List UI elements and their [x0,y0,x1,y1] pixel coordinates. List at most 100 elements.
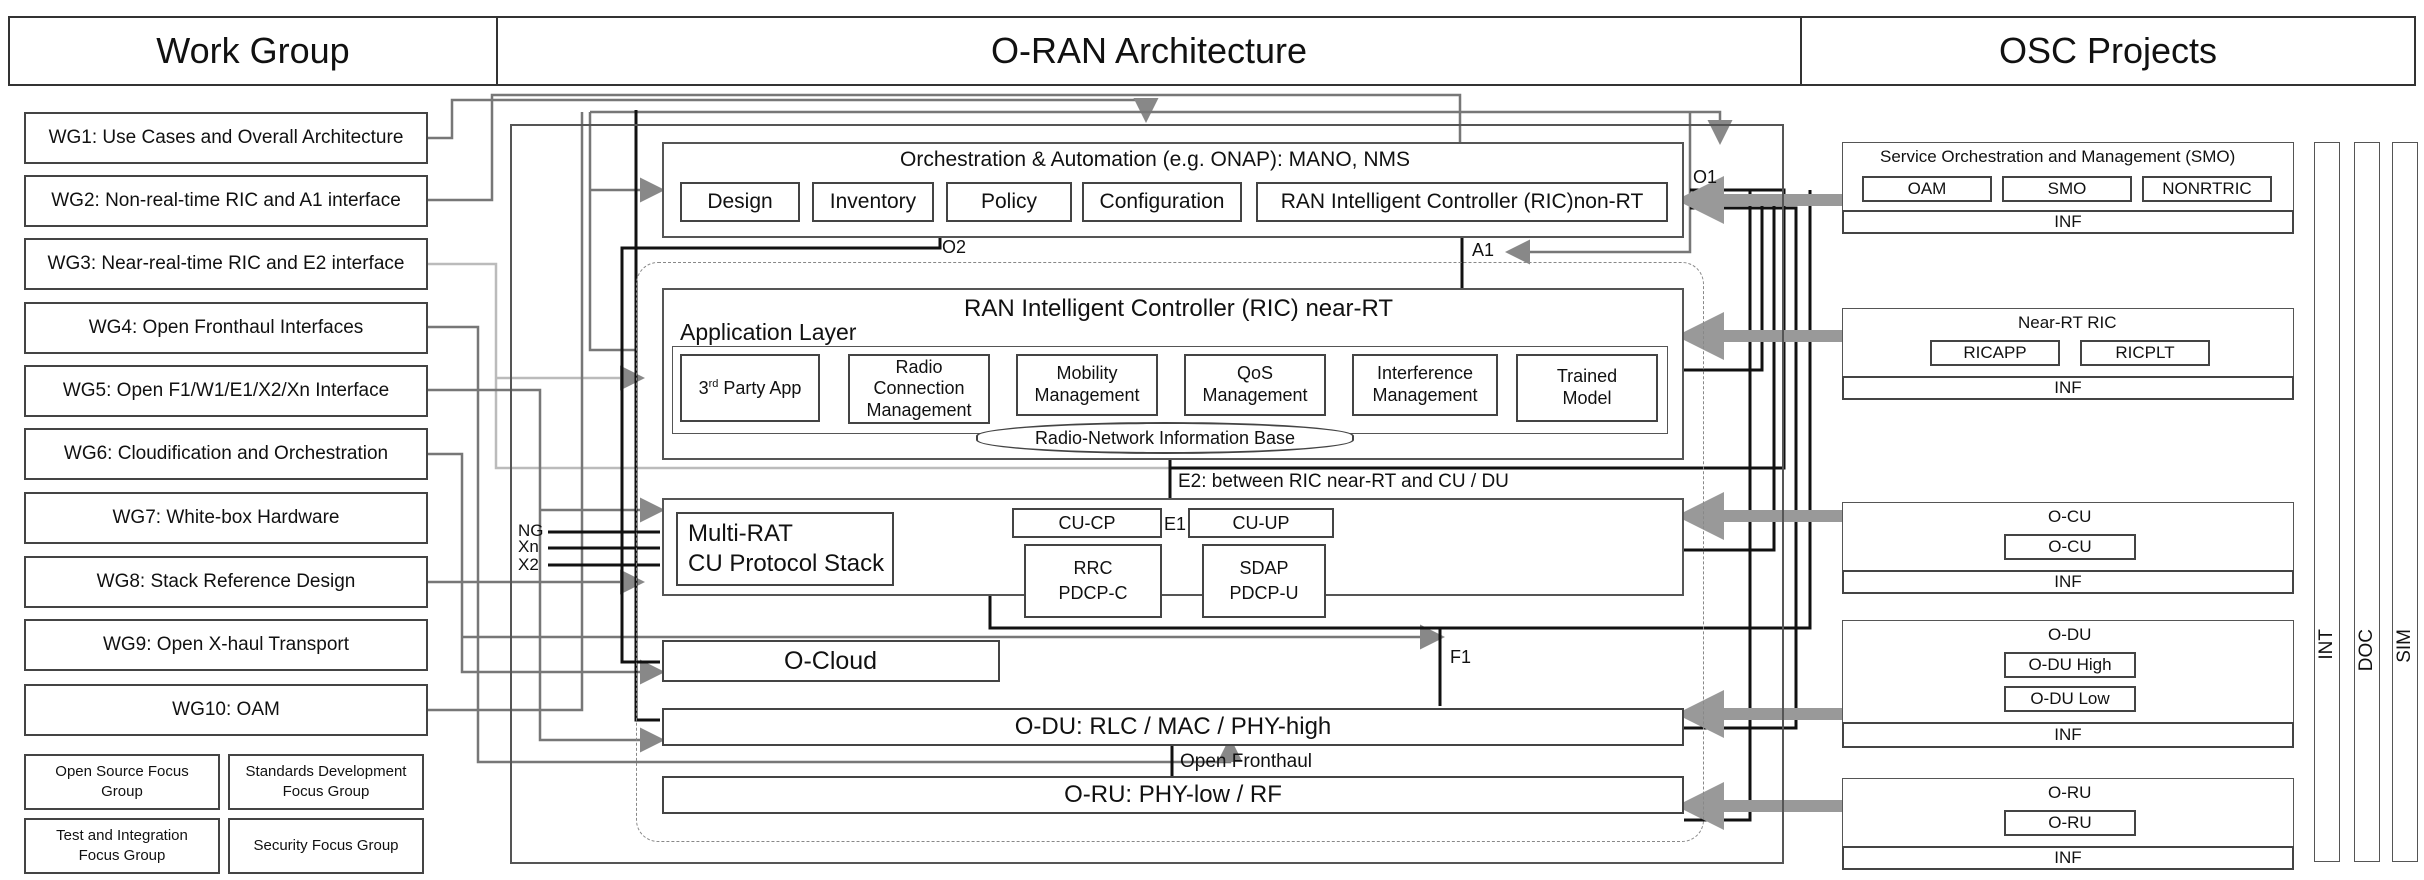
osc-oru-inf-label: INF [2054,848,2082,867]
rnib-cylinder: Radio-Network Information Base [976,422,1354,454]
header-osc-label: OSC Projects [1998,30,2218,71]
app-layer-box [672,346,1668,434]
osc-smo-oam: OAM [1862,176,1992,202]
osc-ocu-item-label: O-CU [2048,537,2092,556]
wg6-label: WG6: Cloudification and Orchestration [63,443,389,464]
ric-nonrt-box: RAN Intelligent Controller (RIC)non-RT [1256,182,1668,222]
osc-smo-smo-label: SMO [2047,179,2087,198]
ng-label: NG [518,521,544,540]
osc-nearrt-ricplt-label: RICPLT [2115,343,2175,362]
rrc-line2: PDCP-C [1058,583,1128,603]
wg7-label: WG7: White-box Hardware [112,507,340,528]
wg5-label: WG5: Open F1/W1/E1/X2/Xn Interface [62,380,390,401]
wg9-box: WG9: Open X-haul Transport [24,619,428,671]
third-party-base: 3 [698,377,709,398]
osc-smo-nonrtric: NONRTRIC [2142,176,2272,202]
wg1-box: WG1: Use Cases and Overall Architecture [24,112,428,164]
rrc-box: RRC PDCP-C [1024,544,1162,618]
x2-label: X2 [518,555,539,574]
focus-group-open-source-label: Open Source Focus Group [55,762,189,800]
odu-label: O-DU: RLC / MAC / PHY-high [1014,713,1332,740]
cucp-label: CU-CP [1058,512,1116,533]
ran-dashed-region [636,262,1704,842]
focus-group-test-integration-label: Test and Integration Focus Group [56,826,188,864]
focus-group-test-integration: Test and Integration Focus Group [24,818,220,874]
osc-nearrt-ricapp: RICAPP [1930,340,2060,366]
osc-odu-low: O-DU Low [2004,686,2136,712]
side-sim-label: SIM [2394,629,2415,663]
focus-group-standards-label: Standards Development Focus Group [245,762,407,800]
side-sim: SIM [2392,142,2418,862]
side-int-label: INT [2316,629,2337,660]
open-fronthaul-label: Open Fronthaul [1180,751,1313,772]
multirat-line2: CU Protocol Stack [688,550,885,577]
osc-ocu-inf: INF [1842,570,2294,594]
osc-oru-inf: INF [1842,846,2294,870]
app-layer-label: Application Layer [680,319,857,345]
side-doc: DOC [2354,142,2380,862]
osc-smo-nonrtric-label: NONRTRIC [2162,179,2252,198]
side-doc-label: DOC [2356,629,2377,672]
wg10-label: WG10: OAM [172,699,280,720]
osc-odu-inf: INF [1842,722,2294,748]
ocloud-box: O-Cloud [662,640,1000,682]
osc-nearrt-inf-label: INF [2054,378,2082,397]
header-oran-label: O-RAN Architecture [990,30,1308,71]
third-party-label: 3rd Party App [699,378,802,399]
sdap-line1: SDAP [1239,557,1289,578]
a1-label: A1 [1472,240,1495,260]
app-interference: Interference Management [1352,354,1498,416]
multirat-cu-text: Multi-RAT CU Protocol Stack [688,519,884,579]
focus-group-security: Security Focus Group [228,818,424,874]
wg1-label: WG1: Use Cases and Overall Architecture [48,127,404,148]
osc-smo-oam-label: OAM [1907,179,1947,198]
focus-group-security-label: Security Focus Group [253,836,399,854]
ric-nonrt-label: RAN Intelligent Controller (RIC)non-RT [1280,190,1644,213]
osc-ocu-inf-label: INF [2054,572,2082,591]
ric-nearrt-title: RAN Intelligent Controller (RIC) near-RT [964,295,1394,322]
osc-odu-high: O-DU High [2004,652,2136,678]
app-third-party: 3rd Party App [680,354,820,422]
cuup-label: CU-UP [1232,512,1290,533]
e1-label: E1 [1164,514,1187,534]
third-party-sup: rd [708,377,719,390]
header-oran: O-RAN Architecture [496,16,1802,86]
osc-odu-title: O-DU [2048,625,2092,644]
osc-nearrt-inf: INF [1842,376,2294,400]
osc-smo-title: Service Orchestration and Management (SM… [1880,147,2236,166]
osc-oru-item-label: O-RU [2048,813,2092,832]
focus-group-standards: Standards Development Focus Group [228,754,424,810]
osc-nearrt-ricplt: RICPLT [2080,340,2210,366]
cuup-box: CU-UP [1188,508,1334,538]
wg6-box: WG6: Cloudification and Orchestration [24,428,428,480]
app-mobility-label: Mobility Management [1034,363,1140,405]
oru-box: O-RU: PHY-low / RF [662,776,1684,814]
header-osc: OSC Projects [1800,16,2416,86]
orch-policy: Policy [946,182,1072,222]
app-mobility: Mobility Management [1016,354,1158,416]
focus-group-open-source: Open Source Focus Group [24,754,220,810]
osc-oru-item: O-RU [2004,810,2136,836]
osc-smo-inf-label: INF [2054,212,2082,231]
app-qos-label: QoS Management [1202,363,1308,405]
osc-odu-low-label: O-DU Low [2030,689,2110,708]
wg2-label: WG2: Non-real-time RIC and A1 interface [51,190,401,211]
app-qos: QoS Management [1184,354,1326,416]
xn-label: Xn [518,537,539,556]
cucp-box: CU-CP [1012,508,1162,538]
app-trained-model-label: Trained Model [1556,366,1618,408]
osc-oru-title: O-RU [2048,783,2092,802]
app-radio-connection-label: Radio Connection Management [866,356,972,420]
osc-odu-high-label: O-DU High [2028,655,2112,674]
ocloud-label: O-Cloud [784,646,878,675]
wg3-box: WG3: Near-real-time RIC and E2 interface [24,238,428,290]
app-trained-model: Trained Model [1516,354,1658,422]
app-radio-connection: Radio Connection Management [848,354,990,424]
wg2-box: WG2: Non-real-time RIC and A1 interface [24,175,428,227]
orchestration-title: Orchestration & Automation (e.g. ONAP): … [900,148,1410,171]
rrc-line1: RRC [1073,557,1113,578]
orch-policy-label: Policy [980,190,1038,213]
header-work-group: Work Group [8,16,498,86]
wg4-box: WG4: Open Fronthaul Interfaces [24,302,428,354]
